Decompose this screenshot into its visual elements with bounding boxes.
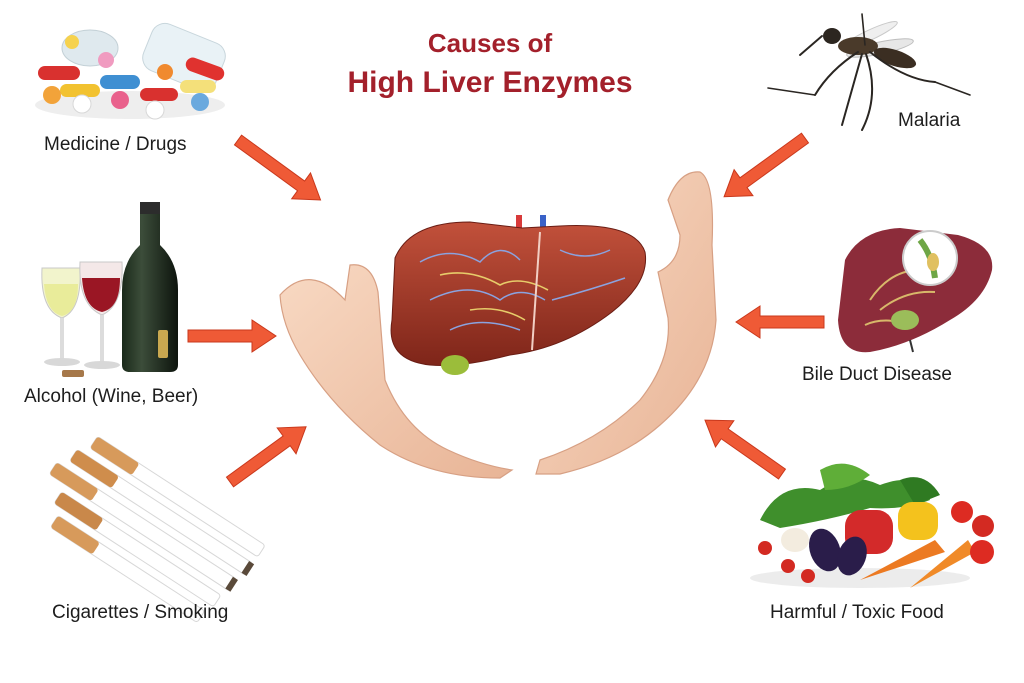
label-bile-duct: Bile Duct Disease xyxy=(802,364,952,385)
wine-icon xyxy=(41,202,178,377)
arrow-from-cigarettes xyxy=(225,426,307,488)
title-line-1: Causes of xyxy=(427,28,553,58)
label-alcohol: Alcohol (Wine, Beer) xyxy=(24,386,199,407)
label-malaria: Malaria xyxy=(898,110,961,131)
vegetables-icon xyxy=(750,463,994,588)
cigarettes-icon xyxy=(49,436,265,622)
arrow-from-alcohol xyxy=(187,319,277,353)
arrow-from-malaria xyxy=(723,132,810,198)
title-line-2: High Liver Enzymes xyxy=(347,66,633,99)
label-cigarettes: Cigarettes / Smoking xyxy=(52,602,229,623)
pills-icon xyxy=(35,22,226,120)
bile-duct-liver-icon xyxy=(838,228,993,353)
label-medicine: Medicine / Drugs xyxy=(44,134,187,155)
arrow-from-food xyxy=(704,419,787,480)
arrow-from-medicine xyxy=(233,134,322,201)
mosquito-icon xyxy=(767,13,971,131)
label-toxic-food: Harmful / Toxic Food xyxy=(770,602,944,623)
arrow-from-bile-duct xyxy=(735,305,825,339)
liver-in-hands-icon xyxy=(279,171,717,479)
